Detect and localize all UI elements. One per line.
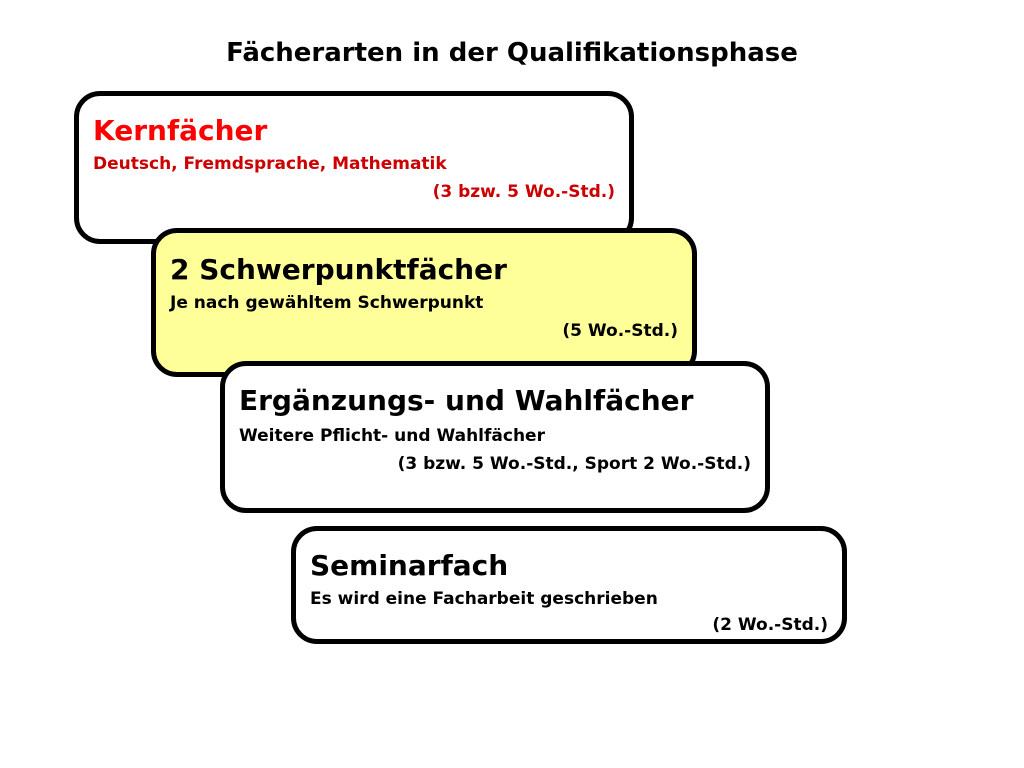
box-title: Kernfächer: [93, 114, 268, 147]
box-hours: (2 Wo.-Std.): [712, 615, 828, 635]
box-description: Es wird eine Facharbeit geschrieben: [310, 589, 658, 609]
box-description: Deutsch, Fremdsprache, Mathematik: [93, 154, 447, 174]
page-title: Fächerarten in der Qualifikationsphase: [226, 38, 798, 68]
box-description: Weitere Pflicht- und Wahlfächer: [239, 426, 545, 446]
box-title: Seminarfach: [310, 549, 509, 582]
box-seminarfach: Seminarfach Es wird eine Facharbeit gesc…: [291, 526, 847, 644]
box-hours: (3 bzw. 5 Wo.-Std.): [432, 182, 615, 202]
box-hours: (5 Wo.-Std.): [562, 321, 678, 341]
box-hours: (3 bzw. 5 Wo.-Std., Sport 2 Wo.-Std.): [397, 454, 751, 474]
box-ergaenzungs-wahlfaecher: Ergänzungs- und Wahlfächer Weitere Pflic…: [220, 361, 770, 513]
box-schwerpunktfaecher: 2 Schwerpunktfächer Je nach gewähltem Sc…: [151, 228, 697, 377]
box-kernfaecher: Kernfächer Deutsch, Fremdsprache, Mathem…: [74, 91, 634, 244]
box-title: 2 Schwerpunktfächer: [170, 253, 507, 286]
box-title: Ergänzungs- und Wahlfächer: [239, 384, 694, 417]
box-description: Je nach gewähltem Schwerpunkt: [170, 293, 484, 313]
